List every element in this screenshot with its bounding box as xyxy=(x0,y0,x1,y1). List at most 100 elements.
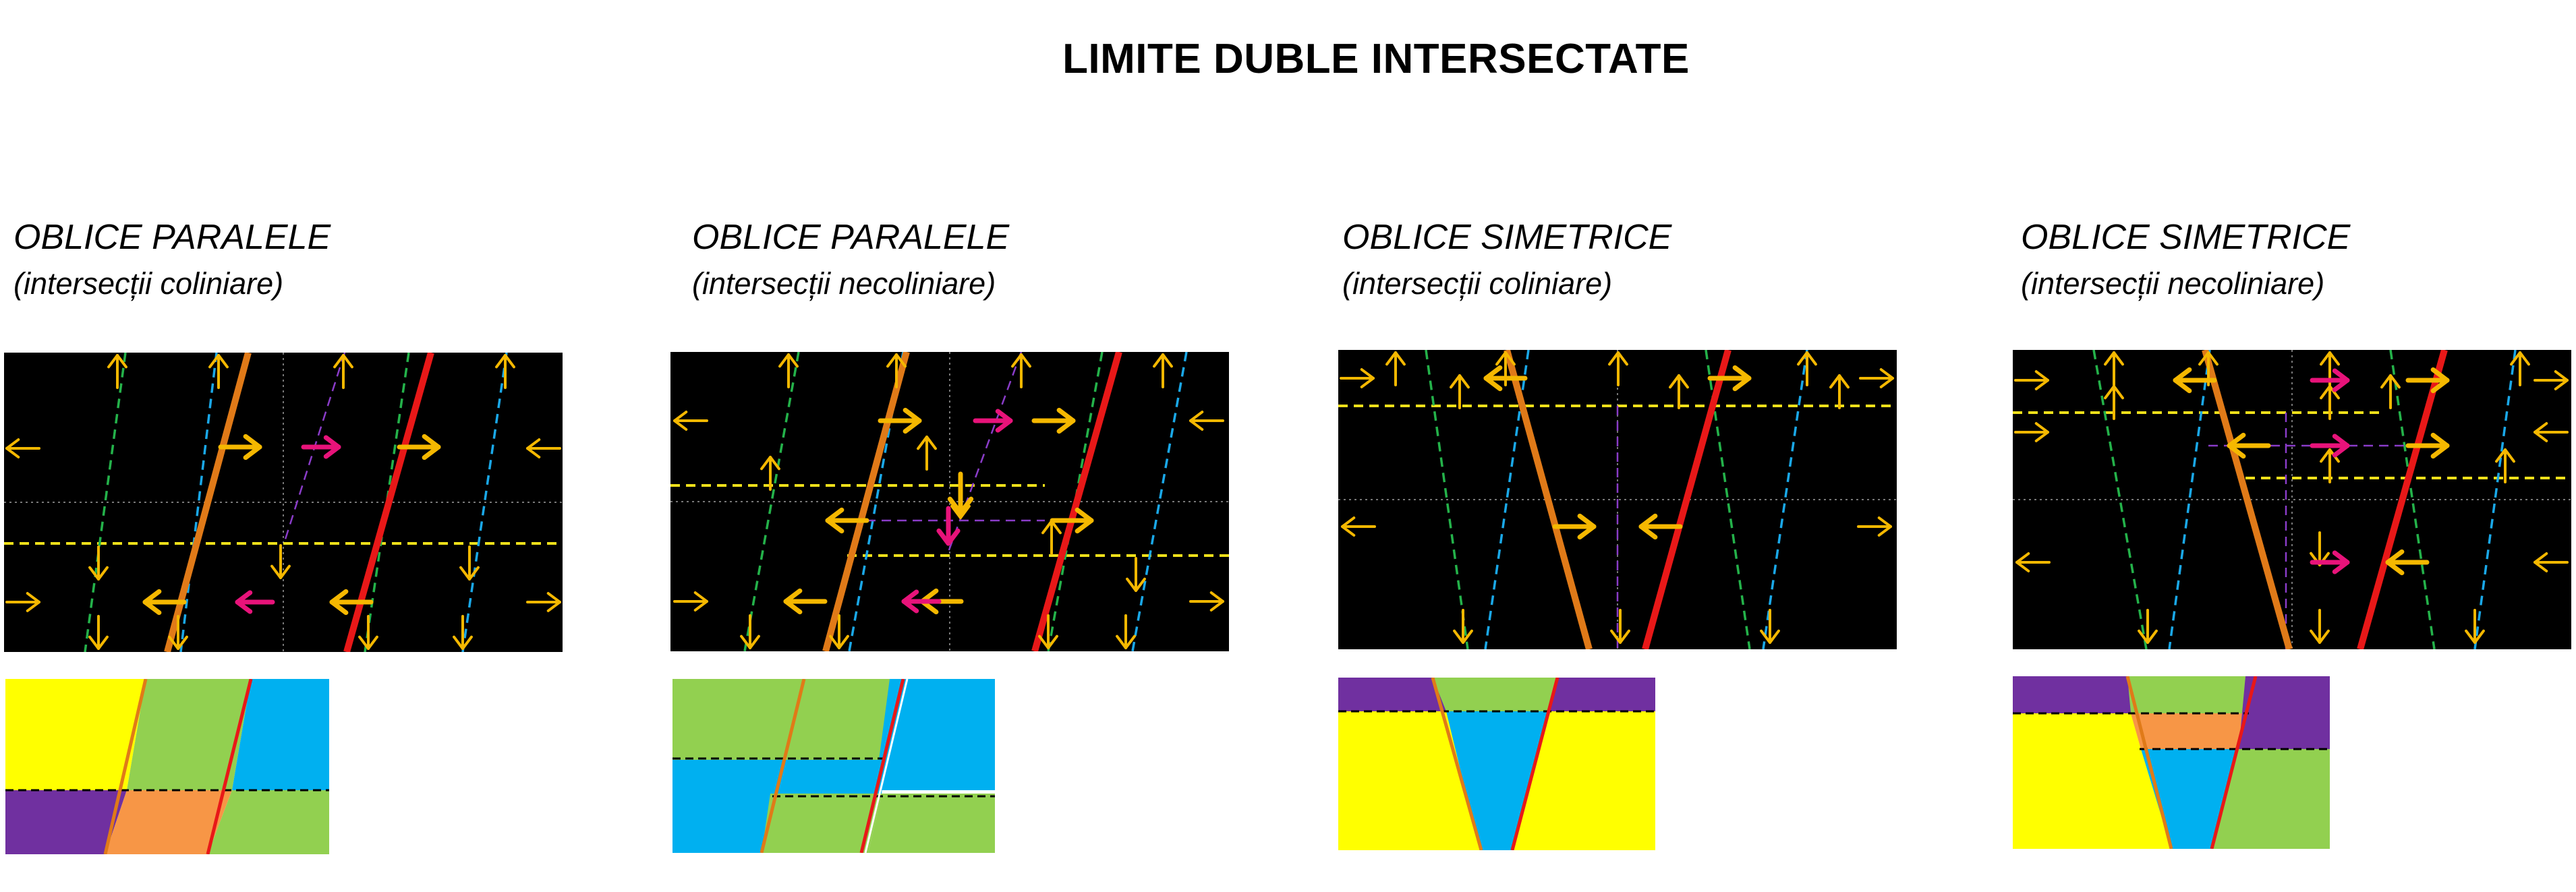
block-arrow-icon xyxy=(142,589,187,616)
limit-orange xyxy=(1431,678,1483,850)
diagram-1 xyxy=(4,353,563,652)
arrow-icon xyxy=(2534,422,2569,442)
limit-red xyxy=(2357,350,2448,649)
limit-red xyxy=(1642,350,1731,649)
block-arrow-magenta-icon xyxy=(2310,550,2350,574)
fault-dashed-green xyxy=(2092,350,2148,649)
arrow-icon xyxy=(526,592,561,612)
arrow-icon xyxy=(1453,609,1473,644)
block-arrow-icon xyxy=(2227,432,2271,459)
block-arrow-icon xyxy=(2405,367,2450,394)
arrow-icon xyxy=(829,614,849,649)
arrow-icon xyxy=(2380,374,2401,409)
arrow-icon xyxy=(453,615,473,650)
block-yellow xyxy=(5,679,146,790)
fault-dashed-green xyxy=(2389,350,2436,649)
arrow-icon xyxy=(2014,422,2049,442)
arrow-icon xyxy=(1669,374,1689,409)
block-arrow-icon xyxy=(1552,513,1597,540)
block-arrow-magenta-icon xyxy=(235,590,275,614)
arrow-icon xyxy=(917,436,937,471)
arrow-icon xyxy=(208,354,229,389)
block-arrow-icon xyxy=(947,471,974,516)
block-arrow-icon xyxy=(218,434,262,460)
arrow-icon xyxy=(1116,614,1136,649)
arrow-icon xyxy=(88,615,109,650)
limit-red xyxy=(1031,352,1122,651)
block-yellow xyxy=(2013,713,2171,849)
limit-red xyxy=(2210,676,2258,849)
arrow-icon xyxy=(2310,609,2330,644)
limit-orange xyxy=(760,679,806,853)
arrow-icon xyxy=(1857,516,1892,537)
block-arrow-magenta-icon xyxy=(2310,434,2350,458)
block-purple xyxy=(2013,676,2131,713)
limit-orange xyxy=(822,352,910,651)
block-green xyxy=(762,794,882,853)
fault-dashed-cyan xyxy=(2473,350,2517,649)
arrow-icon xyxy=(1385,351,1406,386)
page-title: LIMITE DUBLE INTERSECTATE xyxy=(1062,36,1690,82)
arrow-icon xyxy=(459,545,480,581)
block-arrow-icon xyxy=(2385,549,2430,576)
arrow-icon xyxy=(88,545,109,581)
block-arrow-icon xyxy=(1638,513,1683,540)
arrow-icon xyxy=(2534,552,2569,572)
block-purple xyxy=(5,790,127,854)
arrow-icon xyxy=(740,614,760,649)
arrow-icon xyxy=(1450,374,1470,409)
arrow-icon xyxy=(673,411,708,431)
diagram-3 xyxy=(1338,350,1897,649)
arrow-icon xyxy=(2138,609,2158,644)
arrow-icon xyxy=(673,591,708,612)
fault-dashed-green xyxy=(84,353,127,652)
fault-dashed-purple xyxy=(946,352,1023,556)
block-diagram-3 xyxy=(1338,678,1655,850)
block-green xyxy=(208,790,329,854)
block-arrow-magenta-icon xyxy=(2310,368,2350,392)
arrow-icon xyxy=(1859,368,1894,388)
panel-1-heading: OBLICE PARALELE xyxy=(13,218,331,257)
panel-1-subheading: (intersecții coliniare) xyxy=(13,266,284,301)
arrow-icon xyxy=(2320,385,2340,420)
arrow-icon xyxy=(168,615,188,650)
arrow-icon xyxy=(495,354,515,389)
arrow-icon xyxy=(1760,609,1780,644)
arrow-icon xyxy=(2465,609,2485,644)
limit-orange xyxy=(1504,350,1593,649)
diagram-4 xyxy=(2013,350,2571,649)
panel-2-subheading: (intersecții necoliniare) xyxy=(692,266,996,301)
arrow-icon xyxy=(760,456,780,491)
panel-4-subheading: (intersecții necoliniare) xyxy=(2021,266,2325,301)
block-arrow-icon xyxy=(878,407,922,434)
fault-dashed-green xyxy=(743,352,800,651)
block-diagram-4 xyxy=(2013,676,2330,849)
arrow-icon xyxy=(358,615,378,650)
arrow-icon xyxy=(2534,370,2569,390)
block-arrow-icon xyxy=(783,588,828,615)
fault-dashed-cyan xyxy=(179,353,218,652)
arrow-icon xyxy=(1011,353,1031,388)
arrow-icon xyxy=(778,353,799,388)
arrow-icon xyxy=(1829,374,1850,409)
panel-2-heading: OBLICE PARALELE xyxy=(692,218,1010,257)
block-arrow-icon xyxy=(2173,367,2217,394)
arrow-icon xyxy=(1797,351,1817,386)
panel-3-heading: OBLICE SIMETRICE xyxy=(1342,218,1672,257)
panel-3-subheading: (intersecții coliniare) xyxy=(1342,266,1613,301)
block-diagram-1 xyxy=(5,679,329,854)
arrow-icon xyxy=(5,592,40,612)
arrow-icon xyxy=(2495,448,2515,483)
arrow-icon xyxy=(2510,351,2530,386)
arrow-icon xyxy=(1038,614,1058,649)
arrow-icon xyxy=(526,438,561,458)
arrow-icon xyxy=(1153,353,1173,388)
arrow-icon xyxy=(1608,351,1628,386)
arrow-icon xyxy=(107,354,127,389)
block-green xyxy=(868,794,995,853)
block-arrow-magenta-icon xyxy=(301,435,341,459)
fault-dashed-green xyxy=(1047,352,1104,651)
arrow-icon xyxy=(886,353,907,388)
arrow-icon xyxy=(270,544,291,579)
block-purple xyxy=(2239,676,2330,749)
